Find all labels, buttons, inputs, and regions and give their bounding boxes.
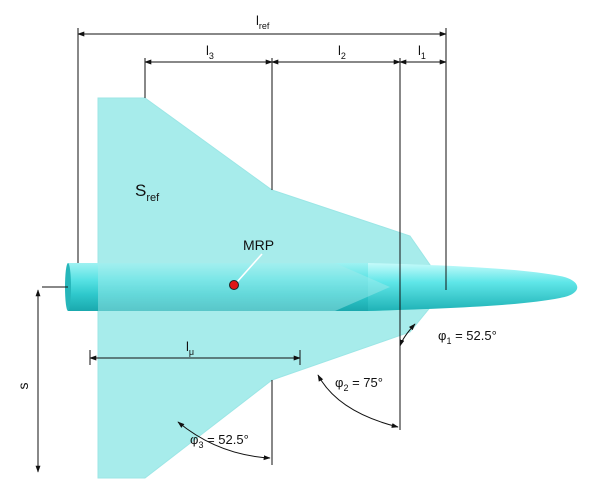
sref-label: Sref (135, 181, 160, 204)
l3-label: l3 (206, 43, 214, 61)
sweep-angle-arcs (177, 323, 416, 461)
mrp-label: MRP (243, 237, 274, 253)
lmu-label: lμ (186, 339, 194, 357)
mrp-leader (236, 253, 263, 283)
s-label: s (15, 383, 31, 390)
phi1-label: φ1 = 52.5° (438, 328, 497, 346)
reference-lines (42, 28, 447, 465)
phi2-label: φ2 = 75° (335, 375, 383, 393)
dimension-arrows (35, 31, 447, 473)
wing-overlay (98, 263, 390, 311)
l2-label: l2 (338, 43, 346, 61)
l1-label: l1 (418, 43, 426, 61)
phi3-arc (177, 421, 271, 461)
lref-label: lref (256, 13, 270, 31)
phi2-arc (317, 374, 399, 428)
phi3-label: φ3 = 52.5° (190, 432, 249, 450)
fuselage (65, 263, 578, 311)
mrp-dot (229, 280, 239, 290)
phi1-arc (399, 323, 416, 347)
